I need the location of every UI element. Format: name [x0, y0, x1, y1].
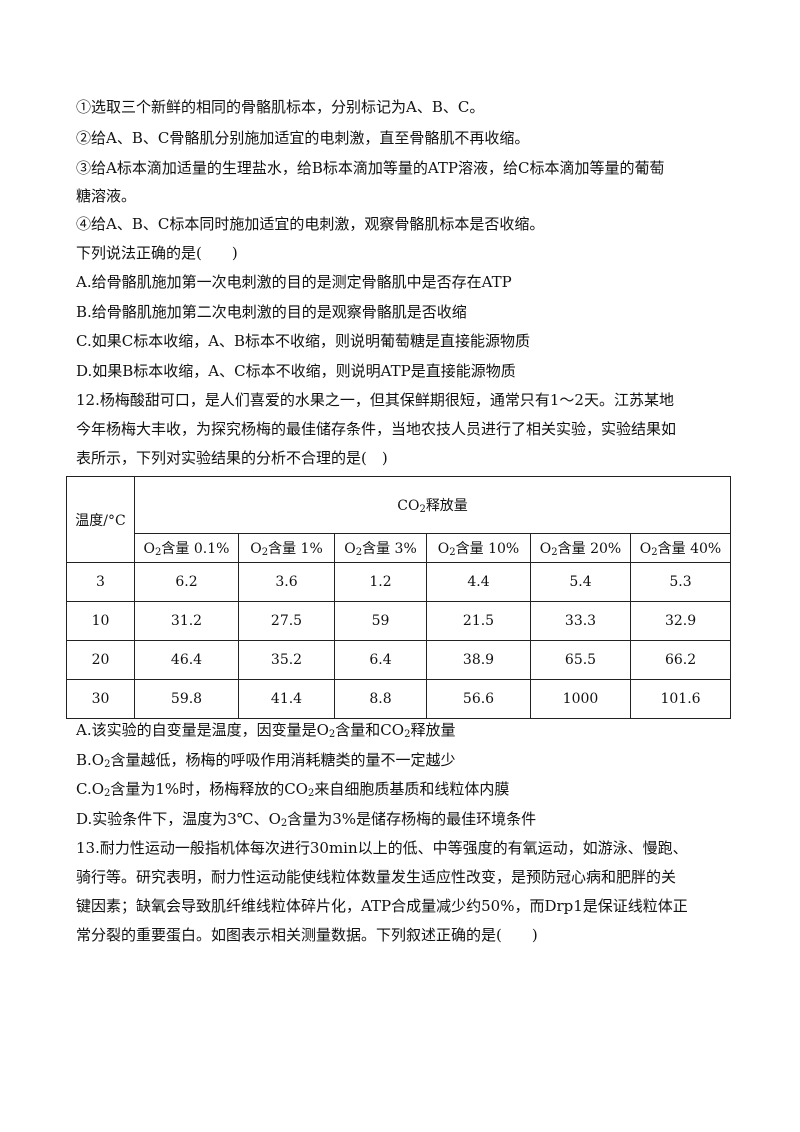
q12-option-d: D.实验条件下，温度为3℃、O2含量为3%是储存杨梅的最佳环境条件: [76, 810, 537, 829]
table-row: 20 46.4 35.2 6.4 38.9 65.5 66.2: [66, 640, 732, 680]
col-header-o2: O2含量 10%: [426, 533, 531, 563]
value-cell: 21.5: [426, 601, 531, 641]
value-cell: 5.4: [530, 562, 631, 602]
q13-line-4: 常分裂的重要蛋白。如图表示相关测量数据。下列叙述正确的是( ): [76, 926, 538, 944]
q13-line-2: 骑行等。研究表明，耐力性运动能使线粒体数量发生适应性改变，是预防冠心病和肥胖的关: [76, 868, 677, 886]
q12-line-1: 12.杨梅酸甜可口，是人们喜爱的水果之一，但其保鲜期很短，通常只有1～2天。江苏…: [76, 391, 674, 409]
value-cell: 33.3: [530, 601, 631, 641]
q11-option-c: C.如果C标本收缩，A、B标本不收缩，则说明葡萄糖是直接能源物质: [76, 332, 531, 350]
value-cell: 3.6: [238, 562, 335, 602]
value-cell: 101.6: [629, 679, 732, 719]
table-row: 30 59.8 41.4 8.8 56.6 1000 101.6: [66, 679, 732, 719]
temperature-cell: 3: [66, 562, 135, 602]
col-header-o2: O2含量 20%: [530, 533, 631, 563]
value-cell: 4.4: [426, 562, 531, 602]
q12-option-b: B.O2含量越低，杨梅的呼吸作用消耗糖类的量不一定越少: [76, 751, 456, 770]
col-header-o2: O2含量 1%: [238, 533, 335, 563]
value-cell: 5.3: [629, 562, 732, 602]
col-header-o2: O2含量 0.1%: [134, 533, 239, 563]
q12-option-a: A.该实验的自变量是温度，因变量是O2含量和CO2释放量: [76, 721, 456, 740]
value-cell: 35.2: [238, 640, 335, 680]
step-2: ②给A、B、C骨骼肌分别施加适宜的电刺激，直至骨骼肌不再收缩。: [76, 129, 530, 147]
step-4: ④给A、B、C标本同时施加适宜的电刺激，观察骨骼肌标本是否收缩。: [76, 215, 545, 233]
value-cell: 6.4: [334, 640, 427, 680]
value-cell: 27.5: [238, 601, 335, 641]
col-header-o2: O2含量 3%: [334, 533, 427, 563]
value-cell: 41.4: [238, 679, 335, 719]
value-cell: 65.5: [530, 640, 631, 680]
q11-option-d: D.如果B标本收缩，A、C标本不收缩，则说明ATP是直接能源物质: [76, 362, 516, 380]
q11-option-b: B.给骨骼肌施加第二次电刺激的目的是观察骨骼肌是否收缩: [76, 303, 467, 321]
table-row: 3 6.2 3.6 1.2 4.4 5.4 5.3: [66, 562, 732, 602]
value-cell: 59.8: [134, 679, 239, 719]
value-cell: 6.2: [134, 562, 239, 602]
q11-stem: 下列说法正确的是( ): [76, 244, 238, 262]
temperature-cell: 10: [66, 601, 135, 641]
value-cell: 32.9: [629, 601, 732, 641]
temperature-cell: 30: [66, 679, 135, 719]
value-cell: 38.9: [426, 640, 531, 680]
value-cell: 31.2: [134, 601, 239, 641]
group-header-co2: CO2释放量: [133, 476, 732, 534]
step-1: ①选取三个新鲜的相同的骨骼肌标本，分别标记为A、B、C。: [76, 98, 485, 116]
q12-line-3: 表所示，下列对实验结果的分析不合理的是( ): [76, 449, 388, 467]
q11-option-a: A.给骨骼肌施加第一次电刺激的目的是测定骨骼肌中是否存在ATP: [76, 273, 512, 291]
row-header-temperature: 温度/°C: [66, 476, 135, 563]
col-header-o2: O2含量 40%: [629, 533, 732, 563]
co2-release-table: 温度/°C CO2释放量 O2含量 0.1% O2含量 1% O2含量 3% O…: [66, 476, 732, 719]
temperature-cell: 20: [66, 640, 135, 680]
q13-line-3: 键因素；缺氧会导致肌纤维线粒体碎片化，ATP合成量减少约50%，而Drp1是保证…: [76, 897, 688, 915]
q12-option-c: C.O2含量为1%时，杨梅释放的CO2来自细胞质基质和线粒体内膜: [76, 780, 510, 799]
value-cell: 1000: [530, 679, 631, 719]
table-row: 10 31.2 27.5 59 21.5 33.3 32.9: [66, 601, 732, 641]
value-cell: 66.2: [629, 640, 732, 680]
value-cell: 59: [334, 601, 427, 641]
value-cell: 8.8: [334, 679, 427, 719]
value-cell: 46.4: [134, 640, 239, 680]
q12-line-2: 今年杨梅大丰收，为探究杨梅的最佳储存条件，当地农技人员进行了相关实验，实验结果如: [76, 420, 677, 438]
value-cell: 56.6: [426, 679, 531, 719]
step-3-cont: 糖溶液。: [76, 187, 137, 205]
step-3: ③给A标本滴加适量的生理盐水，给B标本滴加等量的ATP溶液，给C标本滴加等量的葡…: [76, 159, 665, 177]
value-cell: 1.2: [334, 562, 427, 602]
q13-line-1: 13.耐力性运动一般指机体每次进行30min以上的低、中等强度的有氧运动，如游泳…: [76, 839, 688, 857]
